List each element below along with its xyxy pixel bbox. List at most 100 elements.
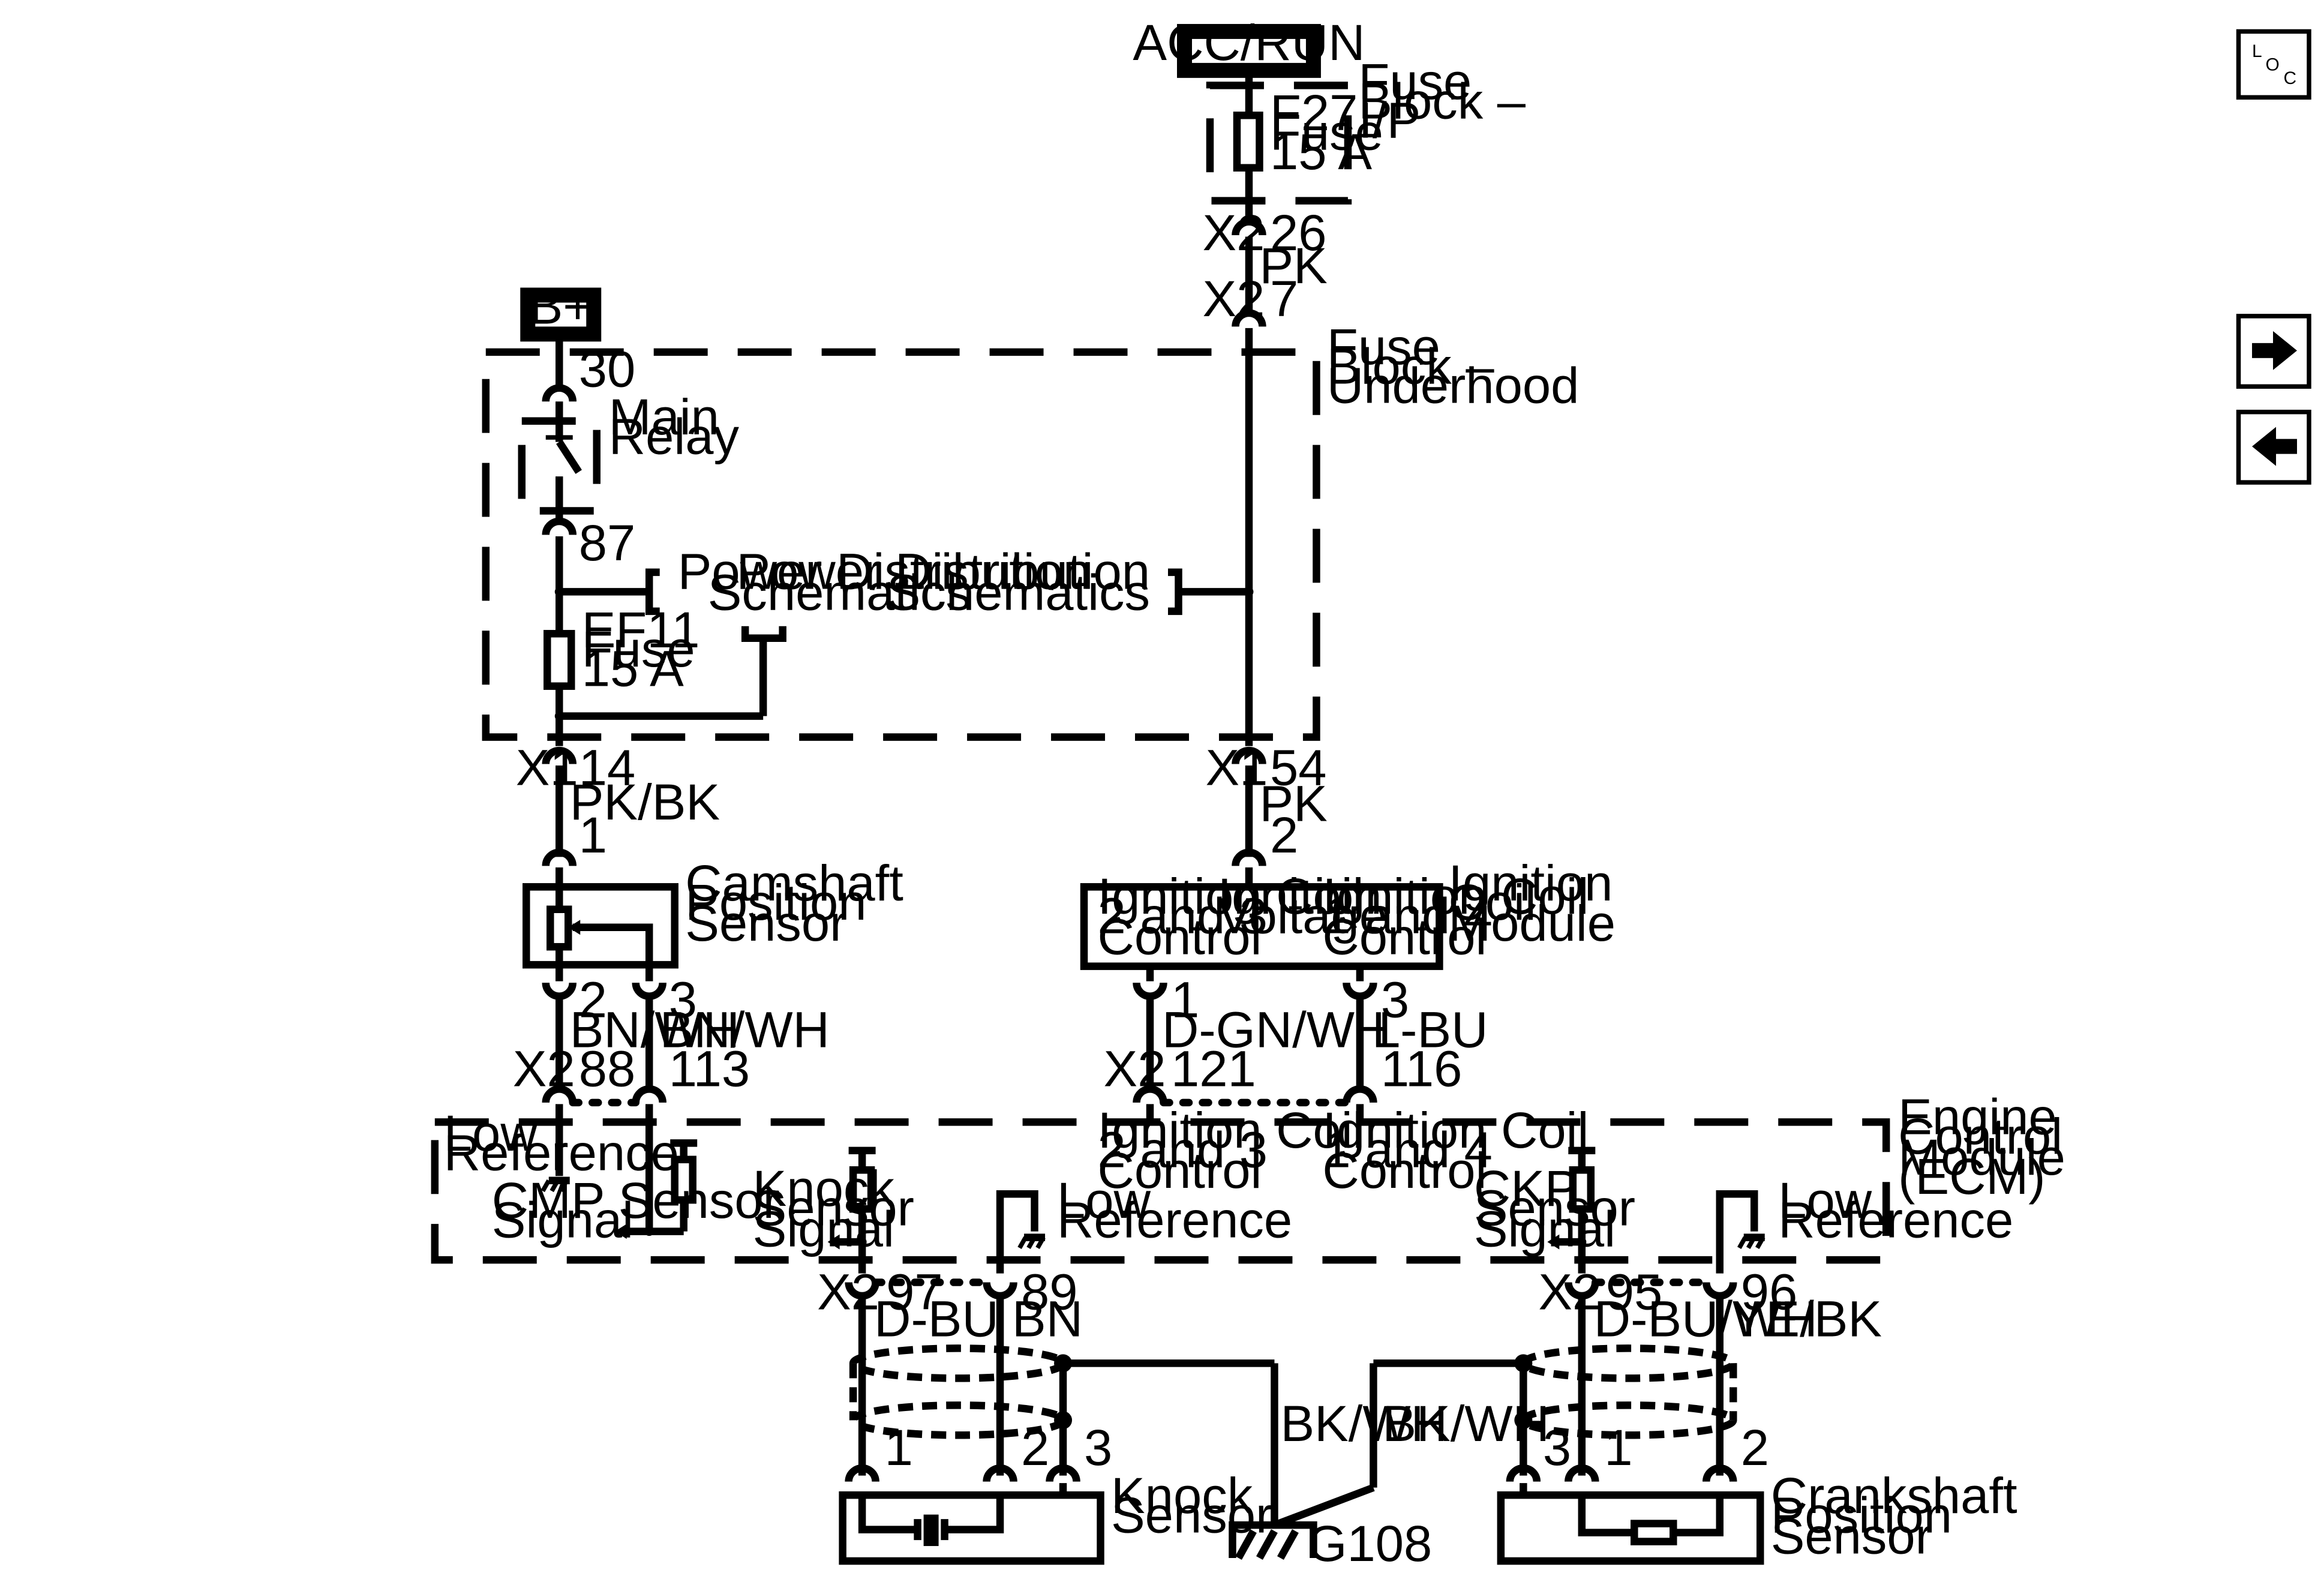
ecm-low-ref-ckp: Low xyxy=(1778,1172,1872,1229)
icm-name: Ignition xyxy=(1448,854,1613,911)
ecm-name-2: Control xyxy=(1898,1107,2062,1164)
wire-pk-bk: PK/BK xyxy=(570,773,720,830)
ecm-pin-88: 88 xyxy=(579,1040,636,1097)
ecm-knock-signal: Knock xyxy=(753,1160,895,1217)
ecm-pin-113: 113 xyxy=(669,1040,750,1097)
ckp-pin-1: 1 xyxy=(1604,1419,1632,1476)
ecm-ic23: Ignition Coil xyxy=(1098,1101,1364,1158)
wire-dgn-wh: D-GN/WH xyxy=(1162,1001,1391,1058)
ecm-cmp-signal: CMP Sensor xyxy=(492,1172,780,1229)
ecm-boundary xyxy=(431,1118,1890,1264)
conn-x2-26-pin: 26 xyxy=(1270,204,1327,261)
cmp-pin-1: 1 xyxy=(579,806,607,863)
fuse-block-ip-label: Fuse xyxy=(1358,53,1472,110)
ecm-knock-signal-2: Sensor xyxy=(753,1179,914,1236)
b-plus-label: B+ xyxy=(529,277,593,334)
wire-d-bu: D-BU xyxy=(874,1290,999,1347)
arrow-left-icon xyxy=(2252,427,2298,466)
knock-sensor-label-2: Sensor xyxy=(1111,1487,1272,1544)
ecm-ic23-2: 2 and 3 xyxy=(1098,1121,1268,1178)
relay-pin-87: 87 xyxy=(579,514,636,571)
wire-bn-wh-a: BN/WH xyxy=(570,1001,740,1058)
ecm-name: Engine xyxy=(1898,1088,2057,1145)
wire-d-bu-wh: D-BU/WH xyxy=(1594,1290,1818,1347)
ecm-low-ref-cmp: Low xyxy=(444,1104,538,1161)
cmp-pin-3: 3 xyxy=(669,971,697,1028)
ecm-pin-89: 89 xyxy=(1021,1263,1078,1320)
ecm-cmp-signal-2: Signal xyxy=(492,1191,633,1248)
knock-pin-2: 2 xyxy=(1021,1419,1049,1476)
ecm-ckp-signal-3: Signal xyxy=(1474,1200,1616,1257)
ecm-pin-97: 97 xyxy=(886,1263,943,1320)
conn-x1-54-id: X1 xyxy=(1205,739,1268,796)
ecm-pin-95: 95 xyxy=(1606,1263,1663,1320)
relay-pin-30: 30 xyxy=(579,340,636,397)
ground-g108-icon xyxy=(1229,1521,1317,1560)
ecm-bottom-x2-b: X2 xyxy=(1538,1263,1601,1320)
icm-voltage-label: Ignition xyxy=(1217,867,1382,924)
connector-x2-26 xyxy=(1232,218,1266,236)
camshaft-sensor-label: Camshaft xyxy=(685,854,903,911)
conn-x1-14-id: X1 xyxy=(516,739,578,796)
knock-pin-3: 3 xyxy=(1084,1419,1112,1476)
ckp-pin-3: 3 xyxy=(1543,1419,1571,1476)
ckp-pin-2: 2 xyxy=(1741,1419,1769,1476)
icm-coil23-label-3: Control xyxy=(1098,908,1262,965)
ecm-name-4: (ECM) xyxy=(1898,1148,2045,1205)
fuse-block-uh-label: Fuse xyxy=(1327,318,1440,375)
ecm-ckp-signal-2: Sensor xyxy=(1474,1179,1635,1236)
loc-button[interactable]: L O C xyxy=(2236,29,2311,100)
icm-coil14-label-3: Control xyxy=(1322,908,1487,965)
wire-bk-wh-b: BK/WH xyxy=(1382,1395,1550,1452)
f27-label-fuse: Fuse xyxy=(1270,104,1383,161)
fuse-block-uh-label-2: Block – xyxy=(1327,337,1494,394)
power-dist-left-label: Power Distribution xyxy=(678,542,1092,599)
connector-x1-14 xyxy=(542,746,577,765)
icm-coil23-label-2: 2 and 3 xyxy=(1098,887,1268,944)
loc-o: O xyxy=(2266,55,2280,74)
ground-g108-label: G108 xyxy=(1307,1515,1432,1572)
icm-coil14-label-2: 1 and 4 xyxy=(1322,887,1493,944)
fuse-block-ip-label-3: I/P xyxy=(1358,92,1421,149)
connector-x1-54 xyxy=(1232,746,1266,765)
back-button[interactable] xyxy=(2236,409,2311,485)
fuse-block-underhood-boundary xyxy=(482,348,1320,741)
forward-button[interactable] xyxy=(2236,314,2311,389)
wire-bn-wh-b: BN/WH xyxy=(660,1001,830,1058)
power-dist-left-label-2: Schematics xyxy=(708,563,971,620)
f27-fuse xyxy=(1233,112,1263,172)
ecm-knock-signal-3: Signal xyxy=(753,1200,894,1257)
cmp-pin-2: 2 xyxy=(579,971,607,1028)
loc-l: L xyxy=(2252,41,2262,61)
acc-run-label: ACC/RUN xyxy=(1133,14,1365,71)
conn-x2-26-id: X2 xyxy=(1202,204,1265,261)
icm-name-3: Module xyxy=(1448,894,1616,951)
ecm-ic14-2: 1 and 4 xyxy=(1322,1121,1493,1178)
ignition-coil-module xyxy=(1080,883,1443,970)
wire-pk-mid: PK xyxy=(1259,775,1327,831)
icm-pin-1: 1 xyxy=(1171,971,1199,1028)
connector-x2-7 xyxy=(1232,309,1266,327)
ecm-pin-96: 96 xyxy=(1741,1263,1798,1320)
f27-label: F27 xyxy=(1270,84,1358,141)
ef11-label: EF11 xyxy=(582,601,700,658)
ecm-ic14: Ignition Coil xyxy=(1322,1101,1589,1158)
arrow-right-icon xyxy=(2252,331,2298,370)
ef11-fuse xyxy=(544,630,575,690)
ecm-pin-116: 116 xyxy=(1381,1040,1462,1097)
power-dist-right-label: Power Distribution xyxy=(736,542,1150,599)
knock-pin-1: 1 xyxy=(885,1419,913,1476)
ef11-label-fuse: Fuse xyxy=(582,620,695,677)
conn-x2-7-id: X2 xyxy=(1202,270,1265,327)
wire-bk-wh-a: BK/WH xyxy=(1280,1395,1448,1452)
b-plus-source: B+ xyxy=(520,277,602,342)
ecm-pin-121: 121 xyxy=(1171,1040,1256,1097)
camshaft-sensor-label-3: Sensor xyxy=(685,894,846,951)
ecm-name-3: Module xyxy=(1898,1128,2065,1185)
icm-coil14-label: Ignition Coil xyxy=(1322,867,1589,924)
icm-voltage-label-2: Voltage xyxy=(1217,887,1388,944)
wire-l-bu: L-BU xyxy=(1372,1001,1488,1058)
ecm-low-ref-knock-2: Reference xyxy=(1057,1191,1292,1248)
power-dist-right-label-2: Schematics xyxy=(887,563,1150,620)
